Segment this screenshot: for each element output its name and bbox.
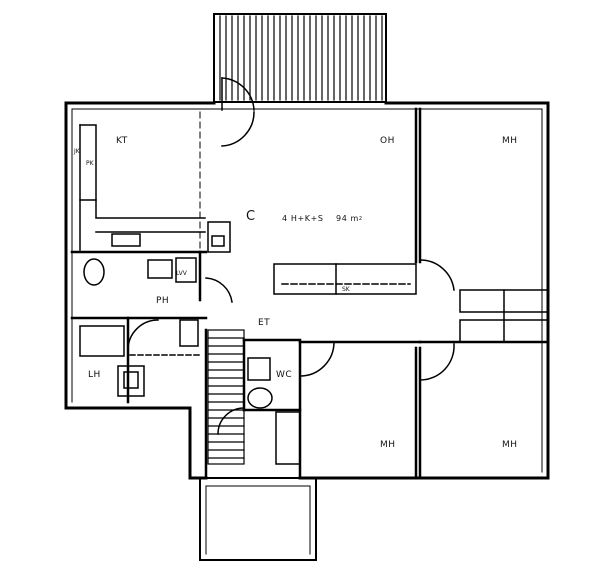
doors — [127, 77, 455, 435]
fixture-label-sauna-stove: SK — [342, 286, 350, 293]
bottom-balcony — [199, 477, 317, 561]
sauna-bench — [273, 263, 417, 295]
top-balcony — [213, 13, 387, 103]
room-label-bedroom-bottom-right: MH — [502, 440, 518, 450]
kitchen-counter — [79, 124, 231, 253]
ceiling-lines — [79, 111, 201, 253]
room-label-toilet: WC — [276, 370, 293, 380]
room-label-hall: ET — [258, 318, 271, 328]
room-label-bathroom: PH — [156, 296, 170, 306]
unit-summary: 4 H+K+S — [282, 214, 324, 223]
fixture-label-laundry: LVV — [176, 270, 187, 277]
utility-fixtures — [79, 325, 145, 397]
room-label-bedroom-top-right: MH — [502, 136, 518, 146]
room-label-bedroom-bottom-middle: MH — [380, 440, 396, 450]
staircase — [207, 329, 245, 465]
unit-area: 94 m2 — [336, 214, 363, 223]
fixture-label-kitchen-1: JK — [74, 148, 80, 155]
fixture-label-kitchen-2: PK — [86, 160, 94, 167]
bathroom-fixtures — [83, 257, 201, 356]
toilet-fixtures — [247, 357, 273, 409]
room-label-living: OH — [380, 136, 395, 146]
room-label-kitchen: KT — [116, 136, 128, 146]
wardrobe-units — [275, 289, 549, 465]
unit-code: C — [246, 209, 256, 224]
room-label-utility: LH — [88, 370, 101, 380]
